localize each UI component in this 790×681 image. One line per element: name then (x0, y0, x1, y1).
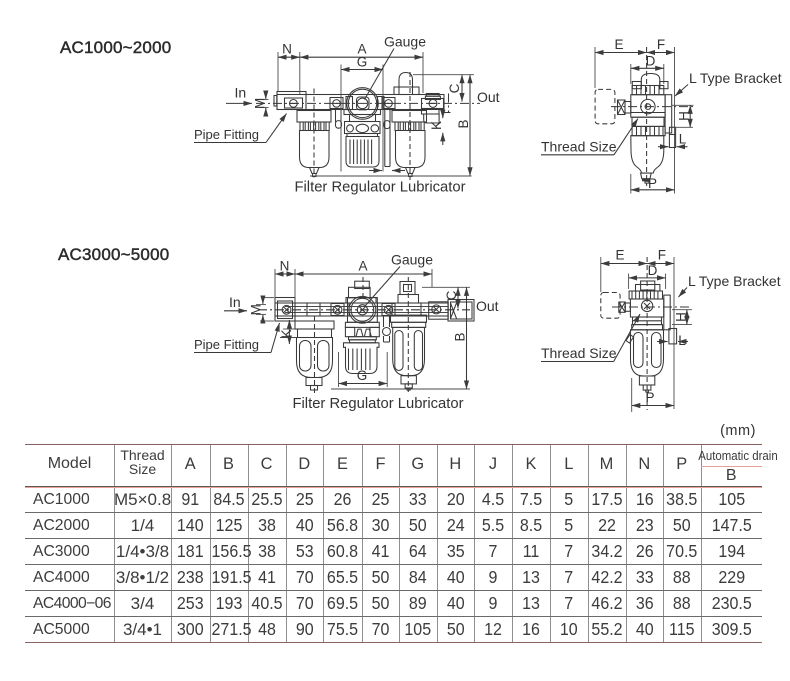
svg-text:A: A (358, 259, 367, 274)
svg-text:L Type Bracket: L Type Bracket (688, 273, 781, 289)
svg-text:Pipe Fitting: Pipe Fitting (194, 127, 259, 142)
svg-text:Filter Regulator Lubricator: Filter Regulator Lubricator (292, 396, 463, 412)
svg-text:Out: Out (476, 298, 499, 314)
svg-text:D: D (648, 263, 658, 278)
svg-text:E: E (614, 37, 623, 52)
svg-text:H: H (677, 111, 692, 121)
svg-text:A: A (357, 42, 366, 57)
svg-text:L: L (678, 333, 686, 348)
svg-text:M: M (249, 304, 264, 315)
svg-text:Thread Size: Thread Size (541, 139, 617, 155)
svg-text:L Type Bracket: L Type Bracket (689, 70, 782, 86)
svg-text:K: K (279, 329, 294, 338)
svg-text:Gauge: Gauge (391, 252, 433, 268)
svg-text:P: P (648, 176, 657, 191)
svg-text:F: F (658, 248, 666, 263)
svg-text:Filter Regulator Lubricator: Filter Regulator Lubricator (294, 180, 465, 196)
svg-text:N: N (282, 42, 292, 57)
svg-text:B: B (456, 119, 471, 128)
svg-text:Out: Out (477, 89, 500, 105)
svg-text:K: K (429, 121, 444, 130)
svg-text:In: In (229, 294, 241, 310)
svg-text:L: L (679, 132, 687, 147)
svg-text:F: F (657, 37, 665, 52)
svg-text:D: D (646, 54, 656, 69)
svg-text:N: N (280, 259, 290, 274)
svg-text:P: P (645, 390, 654, 405)
svg-text:In: In (235, 85, 247, 101)
svg-text:C: C (447, 83, 462, 93)
svg-text:C: C (444, 290, 459, 300)
svg-text:Gauge: Gauge (384, 34, 426, 50)
svg-text:E: E (615, 248, 624, 263)
svg-text:G: G (357, 55, 368, 70)
svg-text:G: G (357, 368, 368, 383)
svg-text:B: B (453, 332, 468, 341)
svg-text:H: H (674, 312, 689, 322)
svg-text:Thread Size: Thread Size (541, 345, 617, 361)
svg-text:M: M (253, 98, 268, 109)
svg-text:Pipe Fitting: Pipe Fitting (194, 337, 259, 352)
